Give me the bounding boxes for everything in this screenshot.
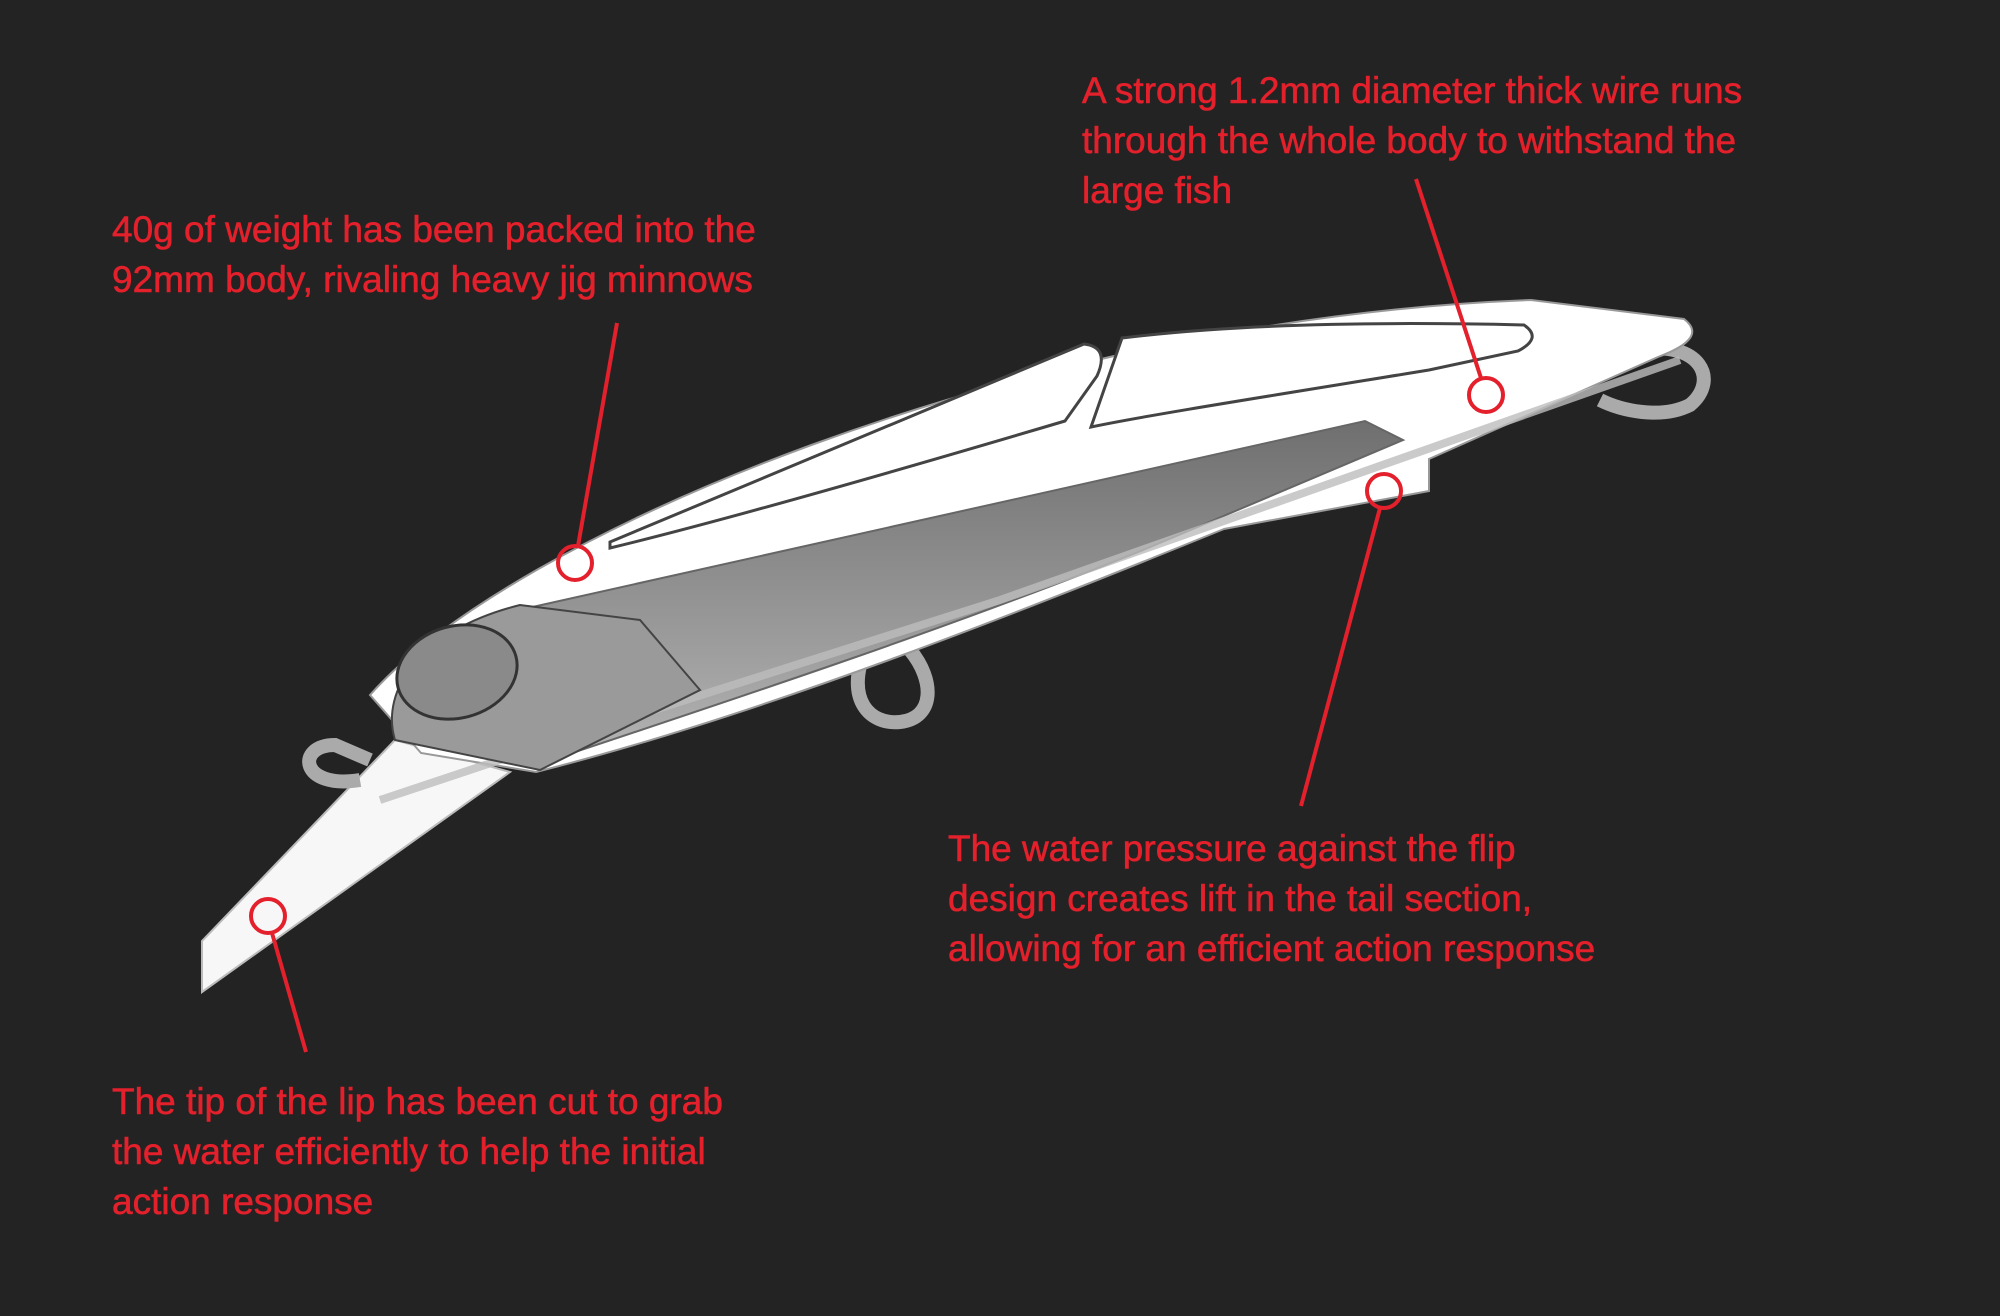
- wire-leader-line: [1414, 178, 1483, 379]
- belly-hook-eye: [850, 645, 935, 730]
- weight-leader-line: [576, 322, 619, 547]
- through-wire: [378, 356, 1682, 804]
- annotation-line: large fish: [1082, 170, 1233, 212]
- annotation-line: action response: [112, 1181, 374, 1223]
- annotation-line: through the whole body to withstand the: [1082, 120, 1737, 162]
- weight-marker: [556, 544, 594, 582]
- wire-marker: [1467, 376, 1505, 414]
- weight-annotation: 40g of weight has been packed into the 9…: [112, 205, 756, 305]
- nose-line-eye: [302, 737, 373, 789]
- lip-leader-line: [270, 932, 308, 1053]
- body-window-front: [608, 342, 1103, 550]
- annotation-line: design creates lift in the tail section,: [948, 878, 1533, 920]
- lip-marker: [249, 897, 287, 935]
- flip-annotation: The water pressure against the flip desi…: [948, 824, 1596, 974]
- body-window-rear: [1088, 322, 1534, 430]
- annotation-line: 40g of weight has been packed into the: [112, 209, 756, 251]
- annotation-line: the water efficiently to help the initia…: [112, 1131, 706, 1173]
- tail-hook-eye: [1596, 341, 1711, 420]
- lure-eye: [395, 623, 519, 721]
- flip-marker: [1365, 472, 1403, 510]
- wire-annotation: A strong 1.2mm diameter thick wire runs …: [1082, 66, 1743, 216]
- lip-annotation: The tip of the lip has been cut to grab …: [112, 1077, 724, 1227]
- annotation-line: The tip of the lip has been cut to grab: [112, 1081, 724, 1123]
- annotation-line: A strong 1.2mm diameter thick wire runs: [1082, 70, 1743, 112]
- annotation-line: The water pressure against the flip: [948, 828, 1516, 870]
- annotation-line: allowing for an efficient action respons…: [948, 928, 1596, 970]
- annotation-line: 92mm body, rivaling heavy jig minnows: [112, 259, 754, 301]
- flip-leader-line: [1299, 507, 1382, 807]
